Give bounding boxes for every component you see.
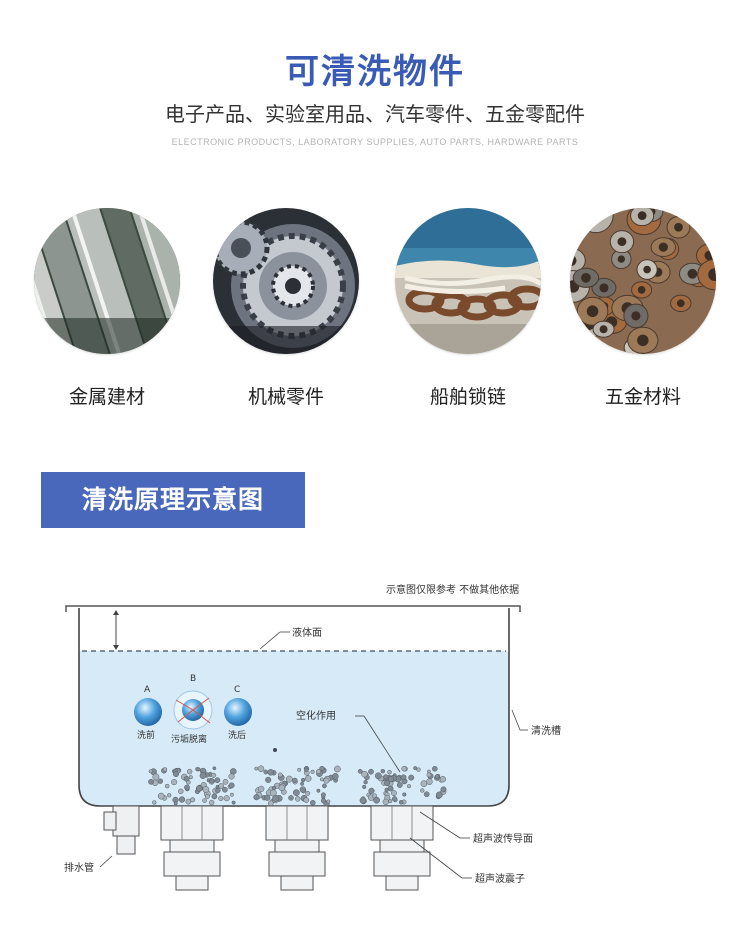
stage-b-label: 污垢脱离 — [171, 733, 207, 745]
nuts-washers-photo — [570, 208, 716, 354]
cleaning-principle-diagram: 示意图仅限参考 不做其他依据 液体面 清洗槽 A 洗前 B 污垢脱离 C 洗后 — [64, 583, 561, 891]
liquid-fill — [79, 651, 509, 806]
item-label: 船舶锁链 — [429, 386, 506, 408]
cleanable-items-row: 金属建材 机械零件 — [0, 208, 750, 418]
ship-chain-photo — [395, 208, 541, 354]
item-mechanical-parts: 机械零件 — [211, 208, 361, 409]
stage-c-letter: C — [234, 685, 240, 695]
stage-a-bubble — [134, 698, 162, 726]
page-subtitle-english: ELECTRONIC PRODUCTS, LABORATORY SUPPLIES… — [171, 137, 579, 147]
ultrasonic-transducers — [160, 805, 434, 891]
diagram-disclaimer: 示意图仅限参考 不做其他依据 — [386, 583, 519, 596]
stage-c-bubble — [224, 698, 252, 726]
metal-profiles-photo — [34, 208, 180, 354]
label-transducer: 超声波震子 — [475, 872, 525, 885]
label-cavitation: 空化作用 — [296, 709, 336, 722]
stage-a-letter: A — [144, 685, 151, 695]
item-ship-chain: 船舶锁链 — [393, 208, 543, 409]
stage-c-label: 洗后 — [228, 729, 246, 741]
tank-rim — [65, 605, 521, 612]
item-metal-building-materials: 金属建材 — [32, 208, 182, 409]
gear-parts-photo — [213, 208, 359, 354]
drain-pipe — [103, 805, 140, 855]
label-liquid-surface: 液体面 — [292, 626, 322, 639]
label-tank: 清洗槽 — [531, 724, 561, 737]
section-banner: 清洗原理示意图 — [41, 472, 305, 528]
cavitation-bubbles — [148, 765, 447, 807]
stage-a-label: 洗前 — [137, 729, 155, 741]
label-drain: 排水管 — [64, 861, 94, 874]
stage-b-letter: B — [190, 674, 196, 684]
item-label: 机械零件 — [247, 386, 324, 408]
page-title: 可清洗物件 — [285, 52, 465, 92]
label-transducer-face: 超声波传导面 — [473, 832, 533, 845]
item-label: 金属建材 — [68, 386, 145, 408]
page-subtitle: 电子产品、实验室用品、汽车零件、五金零配件 — [165, 102, 585, 126]
item-hardware-materials: 五金材料 — [568, 208, 718, 409]
item-label: 五金材料 — [604, 386, 681, 408]
